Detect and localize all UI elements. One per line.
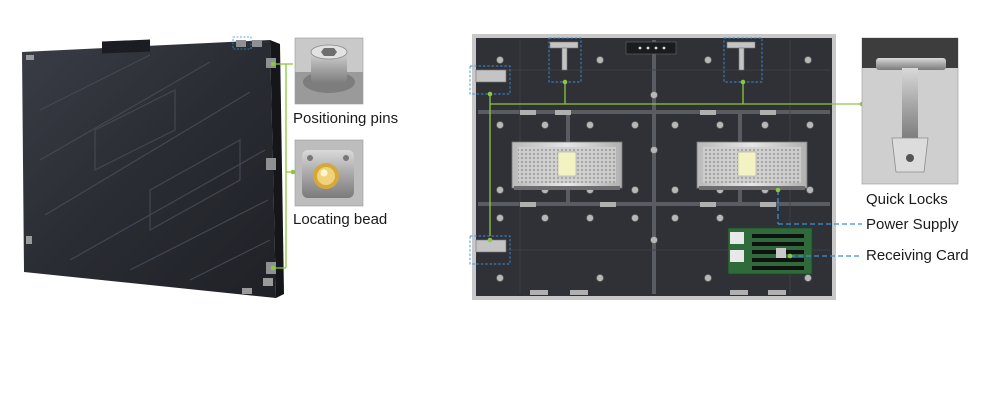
power-supply-left (511, 141, 623, 190)
quick-lock-photo (861, 37, 959, 185)
power-card-callout-lines (777, 190, 862, 257)
receiving-card-label: Receiving Card (866, 247, 969, 264)
locating-bead-photo (294, 139, 364, 207)
power-supply-right (696, 141, 808, 190)
receiving-card (727, 227, 813, 275)
quick-locks-label: Quick Locks (866, 191, 948, 208)
quick-lock-brackets (469, 37, 763, 265)
positioning-pin-photo (294, 37, 364, 105)
locating-bead-label: Locating bead (293, 211, 388, 228)
power-supply-label: Power Supply (866, 216, 959, 233)
bead-callout-dot (290, 169, 296, 175)
panel-front-view (22, 36, 284, 298)
quick-lock-callout-lines (489, 82, 862, 236)
positioning-pins-label: Positioning pins (293, 110, 399, 127)
